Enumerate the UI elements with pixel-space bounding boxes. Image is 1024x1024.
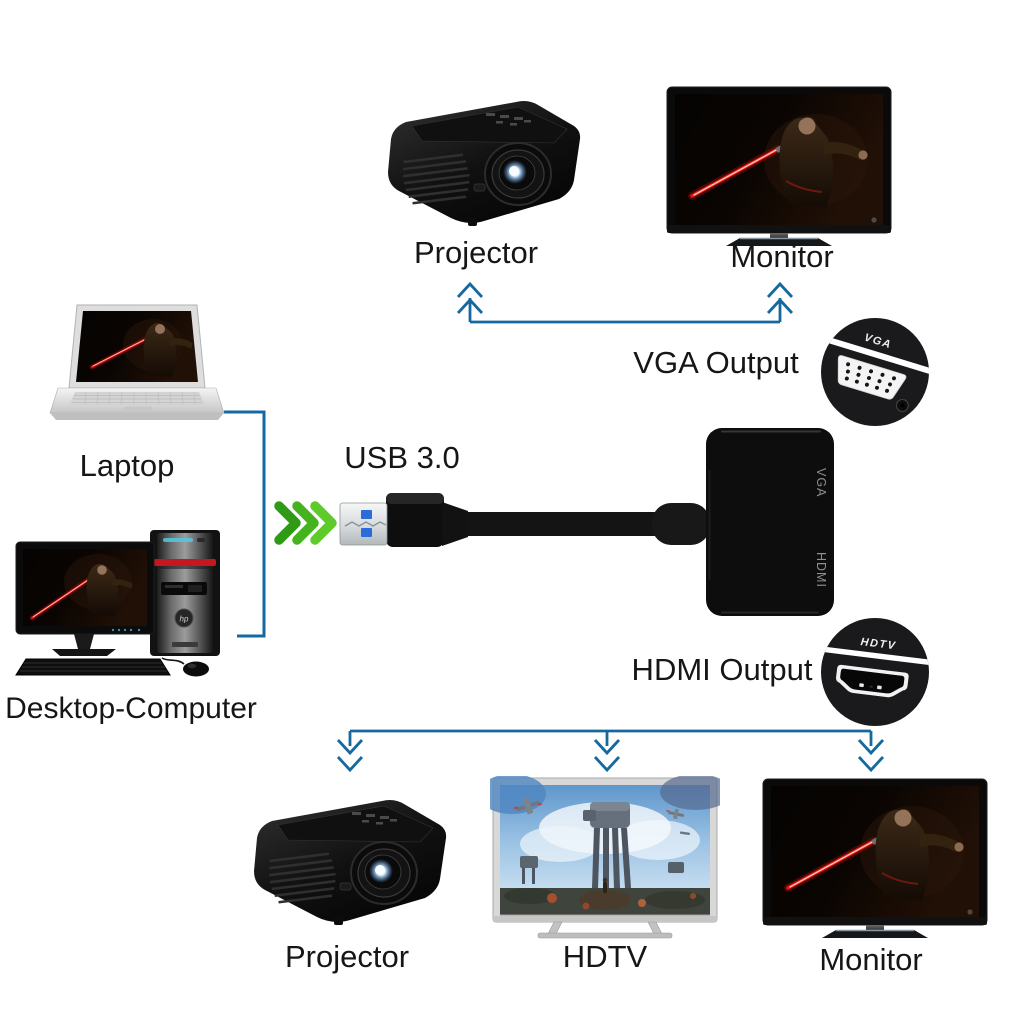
monitor-top-label: Monitor xyxy=(730,239,834,274)
adapter-hdmi-port-label: HDMI xyxy=(814,552,828,588)
adapter-vga-port-label: VGA xyxy=(814,468,828,497)
projector-bottom-label: Projector xyxy=(284,939,410,974)
vga-connector-icon: VGA xyxy=(819,318,931,426)
hdtv-label: HDTV xyxy=(562,939,648,974)
hp-logo: hp xyxy=(180,615,189,624)
laptop-image xyxy=(49,304,225,420)
projector-top-image xyxy=(388,101,581,226)
vga-output-label: VGA Output xyxy=(633,345,799,380)
desktop-computer-label: Desktop-Computer xyxy=(5,692,257,725)
usb-cable xyxy=(339,493,710,547)
vga-connection-line xyxy=(456,281,794,324)
monitor-bottom-label: Monitor xyxy=(819,942,923,977)
usb-label: USB 3.0 xyxy=(344,440,460,475)
hdtv-image xyxy=(490,776,720,939)
desktop-computer-image: hp xyxy=(15,530,220,677)
hdmi-output-label: HDMI Output xyxy=(631,652,813,687)
hdmi-connector-icon: HDTV xyxy=(819,618,931,726)
flow-chevrons-icon xyxy=(274,501,337,545)
hdmi-distribution-line xyxy=(336,729,885,773)
projector-bottom-image xyxy=(254,800,447,925)
monitor-top-image xyxy=(666,86,892,246)
monitor-bottom-image xyxy=(762,778,988,938)
source-bracket-line xyxy=(224,410,266,638)
projector-top-label: Projector xyxy=(413,235,539,270)
laptop-label: Laptop xyxy=(79,448,175,483)
hdtv-badge-label: HDTV xyxy=(860,636,897,652)
usb-adapter: VGA HDMI xyxy=(706,428,834,616)
